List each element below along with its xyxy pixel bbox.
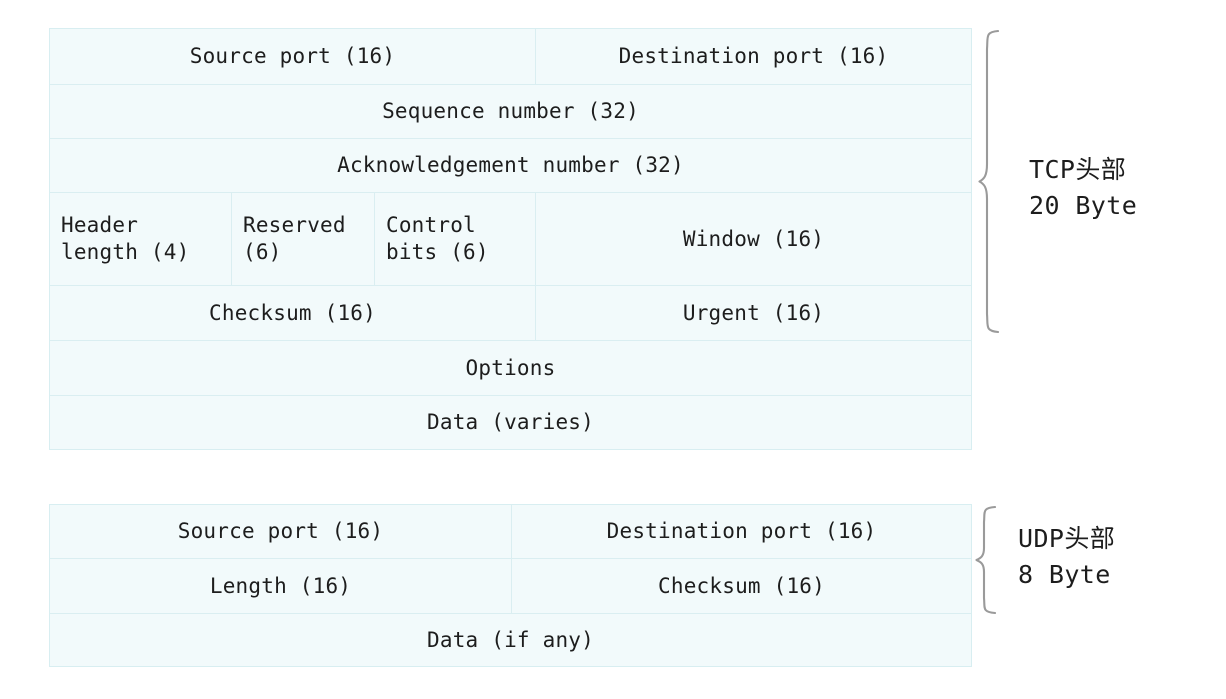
tcp-cell-source-port: Source port (16) — [50, 29, 536, 84]
tcp-cell-destination-port: Destination port (16) — [536, 29, 971, 84]
udp-header-table: Source port (16) Destination port (16) L… — [49, 504, 972, 667]
table-row: Data (if any) — [50, 614, 971, 666]
table-row: Source port (16) Destination port (16) — [50, 505, 971, 559]
udp-cell-length: Length (16) — [50, 559, 512, 613]
tcp-cell-window: Window (16) — [536, 193, 971, 285]
tcp-cell-urgent: Urgent (16) — [536, 286, 971, 340]
tcp-cell-options: Options — [50, 341, 971, 395]
udp-cell-destination-port: Destination port (16) — [512, 505, 971, 558]
table-row: Acknowledgement number (32) — [50, 139, 971, 193]
tcp-cell-data: Data (varies) — [50, 396, 971, 449]
tcp-cell-checksum: Checksum (16) — [50, 286, 536, 340]
table-row: Checksum (16) Urgent (16) — [50, 286, 971, 341]
udp-header-brace — [975, 505, 1009, 615]
tcp-cell-sequence-number: Sequence number (32) — [50, 85, 971, 138]
tcp-cell-header-length: Header length (4) — [50, 193, 232, 285]
table-row: Header length (4) Reserved (6) Control b… — [50, 193, 971, 286]
udp-cell-source-port: Source port (16) — [50, 505, 512, 558]
table-row: Sequence number (32) — [50, 85, 971, 139]
udp-cell-data: Data (if any) — [50, 614, 971, 666]
tcp-header-label: TCP头部 20 Byte — [1029, 155, 1138, 220]
udp-header-label: UDP头部 8 Byte — [1018, 524, 1116, 589]
table-row: Options — [50, 341, 971, 396]
udp-cell-checksum: Checksum (16) — [512, 559, 971, 613]
tcp-cell-acknowledgement-number: Acknowledgement number (32) — [50, 139, 971, 192]
table-row: Data (varies) — [50, 396, 971, 449]
tcp-cell-control-bits: Control bits (6) — [375, 193, 536, 285]
table-row: Length (16) Checksum (16) — [50, 559, 971, 614]
tcp-header-brace — [978, 29, 1012, 334]
tcp-cell-reserved: Reserved (6) — [232, 193, 375, 285]
table-row: Source port (16) Destination port (16) — [50, 29, 971, 85]
tcp-header-table: Source port (16) Destination port (16) S… — [49, 28, 972, 450]
